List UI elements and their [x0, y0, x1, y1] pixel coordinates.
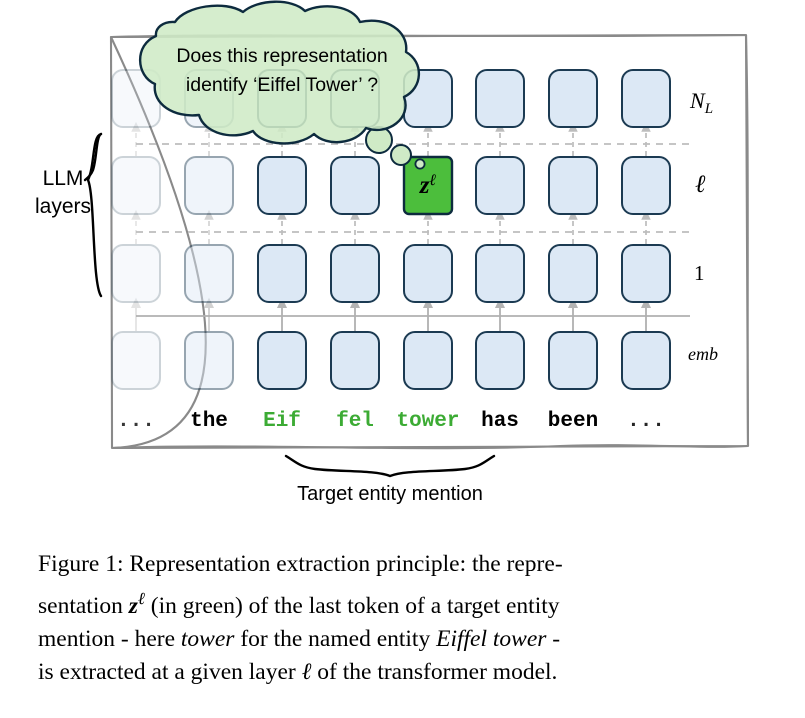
caption-line-2: sentation zℓ (in green) of the last toke…	[38, 582, 778, 623]
cell-ell-7	[621, 156, 671, 215]
target-entity-label: Target entity mention	[297, 483, 483, 505]
bubble-dot-medium	[390, 144, 412, 166]
token-6: been	[548, 410, 598, 433]
cell-nl-6	[548, 69, 598, 128]
caption-z-symbol: z	[128, 592, 138, 619]
layer-row-emb	[111, 331, 671, 390]
cell-emb-2	[257, 331, 307, 390]
caption-seg-3a: mention - here	[38, 625, 181, 652]
highlight-cell-z	[402, 155, 454, 216]
target-entity-bracket	[284, 454, 496, 478]
cell-emb-0	[111, 331, 161, 390]
caption-ell-symbol: ℓ	[301, 659, 312, 686]
layer-arrows	[130, 121, 652, 331]
cell-emb-4	[403, 331, 453, 390]
cell-emb-5	[475, 331, 525, 390]
cell-1-2	[257, 244, 307, 303]
caption-seg-3b: for the named entity	[234, 625, 437, 652]
cell-ell-0	[111, 156, 161, 215]
llm-representation-diagram: zℓ NL ℓ	[35, 0, 750, 505]
llm-layers-bracket	[83, 132, 103, 298]
token-1: the	[190, 410, 228, 433]
llm-layers-label: LLM layers	[35, 167, 91, 218]
cell-nl-5	[475, 69, 525, 128]
token-strip: ... the Eif fel tower has been ...	[117, 410, 665, 433]
caption-seg-3c: -	[546, 625, 561, 652]
cell-1-4	[403, 244, 453, 303]
token-5: has	[481, 410, 519, 433]
token-7: ...	[627, 410, 665, 433]
cell-1-6	[548, 244, 598, 303]
llm-layers-line2: layers	[35, 195, 91, 218]
layer-row-1	[111, 244, 671, 303]
attention-dashed-lines	[136, 143, 690, 233]
cell-ell-1	[184, 156, 234, 215]
thought-bubble: Does this representation identify ‘Eiffe…	[139, 0, 421, 145]
caption-italic-tower: tower	[180, 625, 235, 652]
cell-emb-3	[330, 331, 380, 390]
cell-1-5	[475, 244, 525, 303]
thought-bubble-line2: identify ‘Eiffel Tower’ ?	[186, 74, 378, 96]
caption-italic-eiffel-tower: Eiffel tower	[436, 625, 547, 652]
token-4: tower	[396, 410, 459, 433]
cell-ell-3	[330, 156, 380, 215]
token-0: ...	[117, 410, 155, 433]
cell-1-0	[111, 244, 161, 303]
cell-emb-1	[184, 331, 234, 390]
layer-row-ell: zℓ	[111, 155, 671, 216]
row-label-emb: emb	[688, 344, 718, 364]
caption-line-4: is extracted at a given layer ℓ of the t…	[38, 656, 778, 690]
thought-bubble-trail	[365, 126, 426, 170]
cell-ell-6	[548, 156, 598, 215]
caption-seg-2b: (in green) of the last token of a target…	[144, 592, 560, 619]
cell-emb-7	[621, 331, 671, 390]
cell-nl-7	[621, 69, 671, 128]
token-2: Eif	[263, 410, 301, 433]
cell-emb-6	[548, 331, 598, 390]
caption-line-1: Figure 1: Representation extraction prin…	[38, 551, 563, 577]
caption-seg-4b: of the transformer model.	[311, 659, 558, 686]
figure-caption: Figure 1: Representation extraction prin…	[38, 548, 778, 690]
row-label-1: 1	[694, 261, 705, 285]
cell-ell-2	[257, 156, 307, 215]
row-labels: NL ℓ 1 emb	[688, 88, 718, 364]
cell-ell-5	[475, 156, 525, 215]
llm-layers-line1: LLM	[43, 167, 84, 190]
cell-1-1	[184, 244, 234, 303]
row-label-ell: ℓ	[695, 171, 706, 198]
caption-seg-2a: sentation	[38, 592, 129, 619]
thought-bubble-line1: Does this representation	[176, 45, 387, 67]
bubble-dot-small	[414, 158, 426, 170]
cell-1-7	[621, 244, 671, 303]
cell-1-3	[330, 244, 380, 303]
row-label-nl: NL	[689, 88, 713, 117]
caption-seg-4a: is extracted at a given layer	[38, 659, 302, 686]
caption-z-superscript: ℓ	[137, 588, 145, 608]
caption-line-3: mention - here tower for the named entit…	[38, 623, 778, 657]
token-3: fel	[336, 410, 374, 433]
